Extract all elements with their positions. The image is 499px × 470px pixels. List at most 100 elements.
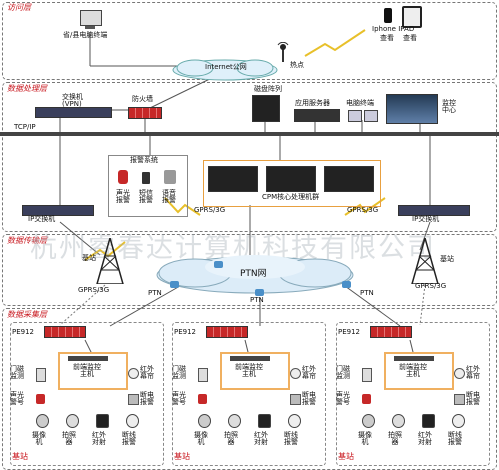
wire-break-icon (126, 414, 139, 428)
snapshot-label: 拍照 器 (388, 431, 402, 447)
sms-alarm-icon (142, 172, 150, 184)
wire-break-label: 断线 报警 (448, 431, 462, 447)
door-sensor-label: 门磁 监测 (10, 365, 24, 381)
power-fail-label: 断电 报警 (302, 391, 316, 407)
processing-pc-terminal-label: 电脑终端 (346, 99, 374, 107)
ir-curtain-icon (290, 368, 301, 379)
sms-alarm-label: 短信 报警 (139, 189, 153, 205)
pe-label: PE912 (174, 328, 197, 336)
view-label-1: 查看 (380, 34, 394, 42)
transmission-gprs-right-label: GPRS/3G (415, 282, 447, 290)
hotspot-label: 热点 (290, 61, 304, 69)
firewall-icon (128, 107, 162, 119)
firewall-label: 防火墙 (132, 95, 153, 103)
alarm-system-box (108, 155, 188, 217)
access-layer (2, 2, 497, 80)
power-fail-icon (290, 394, 301, 405)
front-host-device (230, 356, 270, 361)
front-host-device (68, 356, 108, 361)
power-fail-label: 断电 报警 (140, 391, 154, 407)
ptn-router-icon (255, 289, 264, 296)
door-sensor-label: 门磁 监测 (336, 365, 350, 381)
base-station-left-label: 基站 (82, 254, 96, 262)
sound-light-alarm-label: 声光 报警 (116, 189, 130, 205)
ir-beam-icon (422, 414, 435, 428)
ir-curtain-icon (128, 368, 139, 379)
processing-pc-icon (348, 110, 362, 122)
base-station-right-tower (411, 238, 439, 284)
pc-terminal-label: 省/县电脑终端 (63, 31, 108, 39)
vpn-switch-icon (35, 107, 112, 118)
cpm-cluster-box (203, 160, 381, 207)
ir-beam-icon (96, 414, 109, 428)
cpm-server-1 (208, 166, 258, 192)
sound-light-siren-label: 声光 警号 (336, 391, 350, 407)
door-sensor-icon (198, 368, 208, 382)
snapshot-icon (66, 414, 79, 428)
power-fail-icon (128, 394, 139, 405)
station-name-label: 基站 (338, 452, 354, 461)
sound-light-siren-icon (362, 394, 371, 404)
front-host-label: 前端监控 主机 (73, 363, 101, 379)
access-layer-label: 访问层 (7, 3, 31, 12)
ir-curtain-icon (454, 368, 465, 379)
ir-beam-label: 红外 对射 (92, 431, 106, 447)
power-fail-icon (454, 394, 465, 405)
wire-break-icon (452, 414, 465, 428)
tcpip-label: TCP/IP (14, 123, 36, 131)
ip-switch-left-icon (22, 205, 94, 216)
app-server-label: 应用服务器 (295, 99, 330, 107)
front-host-device (394, 356, 434, 361)
pc-terminal-icon (80, 10, 102, 29)
snapshot-label: 拍照 器 (224, 431, 238, 447)
pe-firewall-icon (370, 326, 412, 338)
tcpip-bus (0, 132, 499, 136)
sound-light-siren-icon (36, 394, 45, 404)
ir-curtain-label: 红外 幕帘 (140, 365, 154, 381)
camera-label: 摄像 机 (32, 431, 46, 447)
ir-curtain-label: 红外 幕帘 (466, 365, 480, 381)
processing-layer-label: 数据处理层 (7, 84, 47, 93)
power-fail-label: 断电 报警 (466, 391, 480, 407)
snapshot-icon (392, 414, 405, 428)
ir-beam-label: 红外 对射 (418, 431, 432, 447)
ptn-cloud-icon (156, 255, 354, 294)
pe-firewall-icon (206, 326, 248, 338)
ptn-router-icon (214, 261, 223, 268)
front-host-label: 前端监控 主机 (399, 363, 427, 379)
station-frame (10, 322, 164, 466)
pe-label: PE912 (12, 328, 35, 336)
snapshot-icon (228, 414, 241, 428)
door-sensor-icon (362, 368, 372, 382)
cpm-server-3 (324, 166, 374, 192)
ipad-icon (402, 6, 422, 28)
collection-layer-label: 数据采集层 (7, 310, 47, 319)
sound-light-siren-label: 声光 警号 (172, 391, 186, 407)
ip-switch-left-label: IP交换机 (28, 215, 56, 223)
station-frame (172, 322, 326, 466)
camera-label: 摄像 机 (194, 431, 208, 447)
view-label-2: 查看 (403, 34, 417, 42)
camera-icon (362, 414, 375, 428)
base-station-left-tower (96, 238, 124, 284)
ptn-link-label-1: PTN (148, 289, 162, 297)
ir-curtain-label: 红外 幕帘 (302, 365, 316, 381)
sound-light-alarm-icon (118, 170, 128, 184)
internet-label: Internet公网 (205, 63, 247, 71)
ptn-label: PTN网 (240, 269, 267, 279)
processing-gprs-right-label: GPRS/3G (347, 206, 379, 214)
transmission-layer-label: 数据传输层 (7, 236, 47, 245)
processing-pc-icon-2 (364, 110, 378, 122)
station-name-label: 基站 (174, 452, 190, 461)
monitor-center-label: 监控 中心 (442, 99, 456, 115)
door-sensor-label: 门磁 监测 (172, 365, 186, 381)
camera-label: 摄像 机 (358, 431, 372, 447)
camera-icon (198, 414, 211, 428)
vpn-switch-label: 交换机 (VPN) (62, 93, 83, 109)
voice-alarm-icon (164, 170, 176, 184)
camera-icon (36, 414, 49, 428)
cpm-server-2 (266, 166, 316, 192)
base-station-right-label: 基站 (440, 255, 454, 263)
disk-array-label: 磁盘阵列 (254, 85, 282, 93)
front-host-label: 前端监控 主机 (235, 363, 263, 379)
